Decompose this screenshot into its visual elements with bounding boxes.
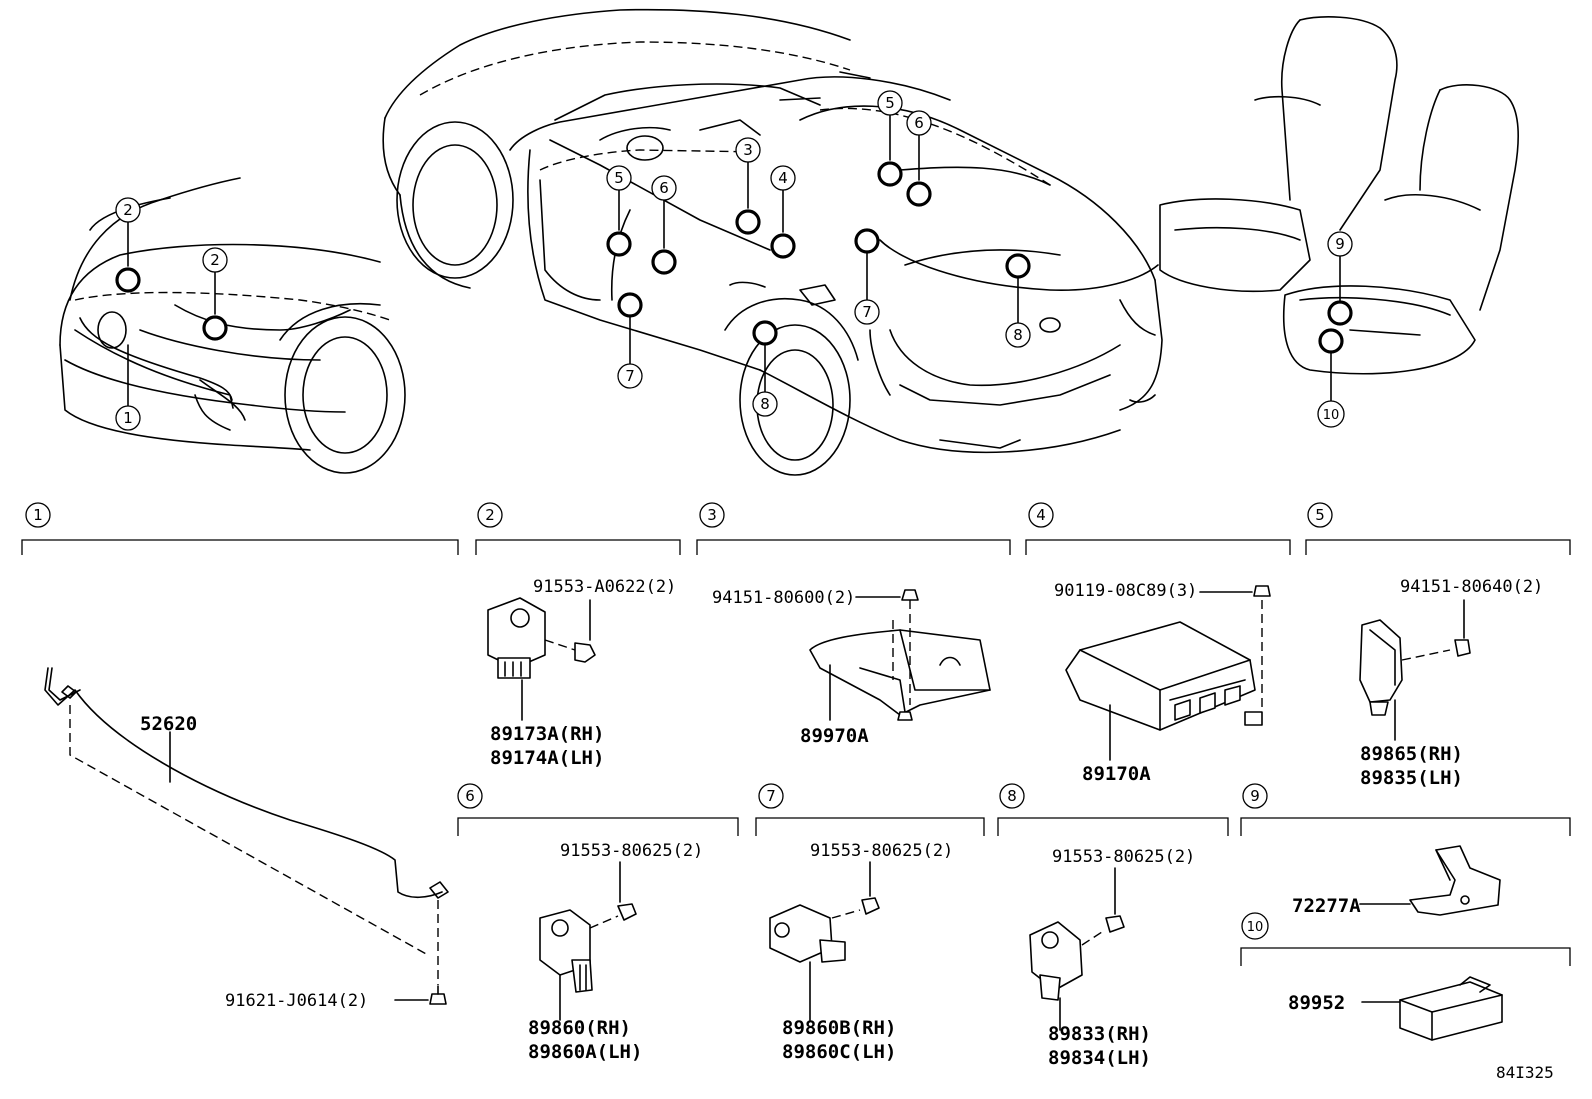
marker-9 [1327,300,1353,326]
callout-label: 7 [625,367,635,385]
marker-3 [735,209,761,235]
part-number-label: 91553-80625(2) [560,841,703,861]
figure-id-label: 84I325 [1496,1063,1554,1082]
part-number-label: 91621-J0614(2) [225,991,368,1011]
part-number-label: 91553-A0622(2) [533,577,676,597]
callout-label: 2 [123,201,133,219]
part-number-label: 89835(LH) [1360,767,1463,789]
part-number-label: 89865(RH) [1360,743,1463,765]
group-number: 2 [485,506,495,524]
marker-10 [1318,328,1344,354]
vehicle-illustration [382,8,1163,476]
part-number-label: 89170A [1082,763,1151,785]
part-number-label: 90119-08C89(3) [1054,581,1197,601]
part-number-label: 89860B(RH) [782,1017,896,1039]
part-89173a-sensor: 91553-A0622(2) 89173A(RH) 89174A(LH) [487,577,676,769]
callout-label: 5 [885,94,895,112]
callout-label: 8 [760,395,770,413]
group-number: 7 [766,787,776,805]
marker-2-right [202,315,228,341]
part-89860-sensor: 91553-80625(2) 89860(RH) 89860A(LH) [528,841,703,1063]
part-number-label: 91553-80625(2) [1052,847,1195,867]
callout-label: 8 [1013,326,1023,344]
part-number-label: 72277A [1292,895,1361,917]
callout-label: 9 [1335,235,1345,253]
marker-8-rear [1005,253,1031,279]
marker-6-rear [906,181,932,207]
part-89865-sensor: 94151-80640(2) 89865(RH) 89835(LH) [1359,577,1543,789]
part-number-label: 94151-80600(2) [712,588,855,608]
marker-7-front [617,292,643,318]
location-callouts: 2 2 1 5 6 3 4 5 6 7 8 7 8 9 10 [115,90,1353,431]
part-89833-sensor: 91553-80625(2) 89833(RH) 89834(LH) [1029,847,1195,1069]
callout-label: 6 [914,114,924,132]
group-number: 1 [33,506,43,524]
marker-5-rear [877,161,903,187]
callout-label: 5 [614,169,624,187]
part-number-label: 89860(RH) [528,1017,631,1039]
part-89952-module: 89952 [1288,976,1503,1041]
part-52620-harness: 52620 91621-J0614(2) [44,667,449,1011]
group-number: 8 [1007,787,1017,805]
front-bumper-illustration [59,177,406,474]
marker-6-front [651,249,677,275]
part-number-label: 91553-80625(2) [810,841,953,861]
callout-label: 4 [778,169,788,187]
part-number-label: 89860A(LH) [528,1041,642,1063]
part-number-label: 89970A [800,725,869,747]
group-number: 3 [707,506,717,524]
part-number-label: 89174A(LH) [490,747,604,769]
part-89170a-ecu: 90119-08C89(3) 89170A [1054,581,1271,785]
callout-label: 3 [743,141,753,159]
part-number-label: 89860C(LH) [782,1041,896,1063]
group-number: 9 [1250,787,1260,805]
part-number-label: 89834(LH) [1048,1047,1151,1069]
location-markers [79,114,1353,407]
callout-label: 1 [123,409,133,427]
part-89860b-sensor: 91553-80625(2) 89860B(RH) 89860C(LH) [769,841,953,1063]
group-number: 10 [1247,920,1264,935]
marker-8-front [752,320,778,346]
part-number-label: 94151-80640(2) [1400,577,1543,597]
group-number: 4 [1036,506,1046,524]
part-89970a-bracket: 94151-80600(2) 89970A [712,588,991,747]
group-number: 6 [465,787,475,805]
callout-label: 6 [659,179,669,197]
callout-label: 10 [1323,408,1340,423]
group-number: 5 [1315,506,1325,524]
part-72277a-bracket: 72277A [1292,845,1501,917]
seat-illustration [1159,16,1520,375]
callout-label: 2 [210,251,220,269]
part-number-label: 52620 [140,713,197,735]
part-number-label: 89952 [1288,992,1345,1014]
marker-7-rear [854,228,880,254]
part-number-label: 89173A(RH) [490,723,604,745]
marker-4 [770,233,796,259]
marker-5-front [606,231,632,257]
group-headers: 1 2 3 4 5 6 7 8 9 10 [21,502,1571,966]
callout-label: 7 [862,303,872,321]
marker-2-left [115,267,141,293]
part-number-label: 89833(RH) [1048,1023,1151,1045]
